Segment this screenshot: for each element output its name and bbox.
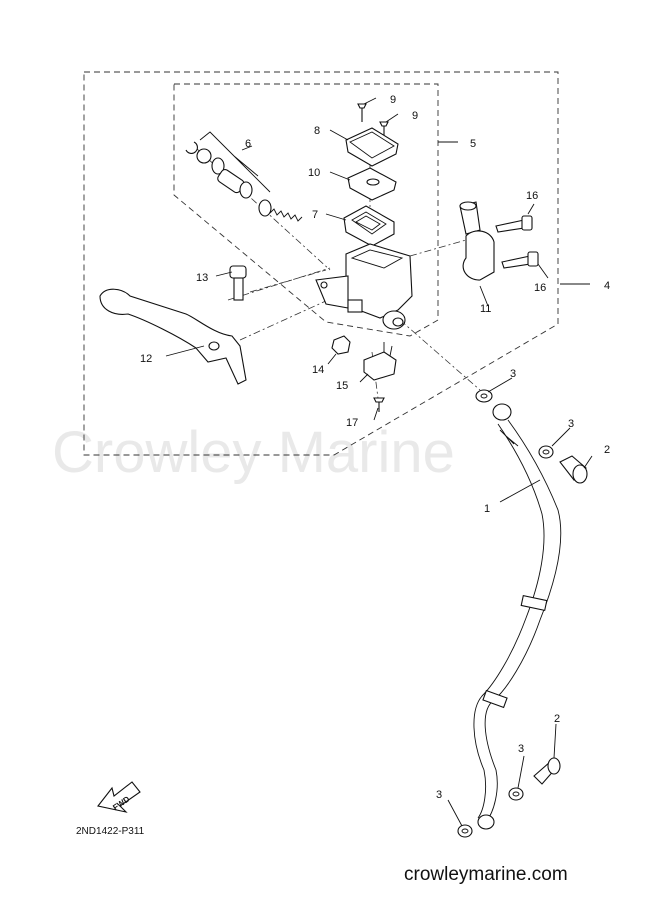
callout-17: 17 xyxy=(346,417,358,429)
switch-screw xyxy=(373,397,385,412)
site-url: crowleymarine.com xyxy=(404,864,568,885)
master-cylinder-assembly-boundary xyxy=(83,71,559,456)
callout-3: 3 xyxy=(568,418,574,430)
callout-14: 14 xyxy=(312,364,324,376)
callout-10: 10 xyxy=(308,167,320,179)
callout-2: 2 xyxy=(604,444,610,456)
callout-9: 9 xyxy=(412,110,418,122)
callout-4: 4 xyxy=(604,280,610,292)
forward-arrow-icon: FWD xyxy=(97,781,141,813)
reservoir-kit-boundary xyxy=(173,83,439,337)
callout-3: 3 xyxy=(510,368,516,380)
callout-2: 2 xyxy=(554,713,560,725)
brake-hose xyxy=(473,403,562,830)
callout-3: 3 xyxy=(436,789,442,801)
brake-lever xyxy=(99,288,247,385)
master-cylinder-body xyxy=(315,243,413,330)
copper-washers xyxy=(457,389,554,838)
watermark-text: Crowley Marine xyxy=(52,420,455,485)
callout-11: 11 xyxy=(480,303,491,315)
callout-13: 13 xyxy=(196,272,208,284)
union-bolts xyxy=(533,455,588,785)
callout-9: 9 xyxy=(390,94,396,106)
lever-nut xyxy=(331,335,351,355)
callout-6: 6 xyxy=(245,138,251,150)
callout-16: 16 xyxy=(534,282,546,294)
piston-kit xyxy=(185,131,303,222)
callout-15: 15 xyxy=(336,380,348,392)
pivot-bolt xyxy=(229,265,247,301)
callout-1: 1 xyxy=(484,503,490,515)
clamp-bolts xyxy=(495,215,539,269)
brake-light-switch xyxy=(363,342,397,381)
callout-16: 16 xyxy=(526,190,538,202)
callout-12: 12 xyxy=(140,353,152,365)
clamp-holder xyxy=(459,201,495,281)
callout-5: 5 xyxy=(470,138,476,150)
callout-7: 7 xyxy=(312,209,318,221)
callout-3: 3 xyxy=(518,743,524,755)
drawing-code: 2ND1422-P311 xyxy=(76,826,145,837)
callout-leaders xyxy=(165,97,593,827)
callout-8: 8 xyxy=(314,125,320,137)
reservoir-cap xyxy=(345,127,399,167)
diaphragm xyxy=(343,205,395,247)
